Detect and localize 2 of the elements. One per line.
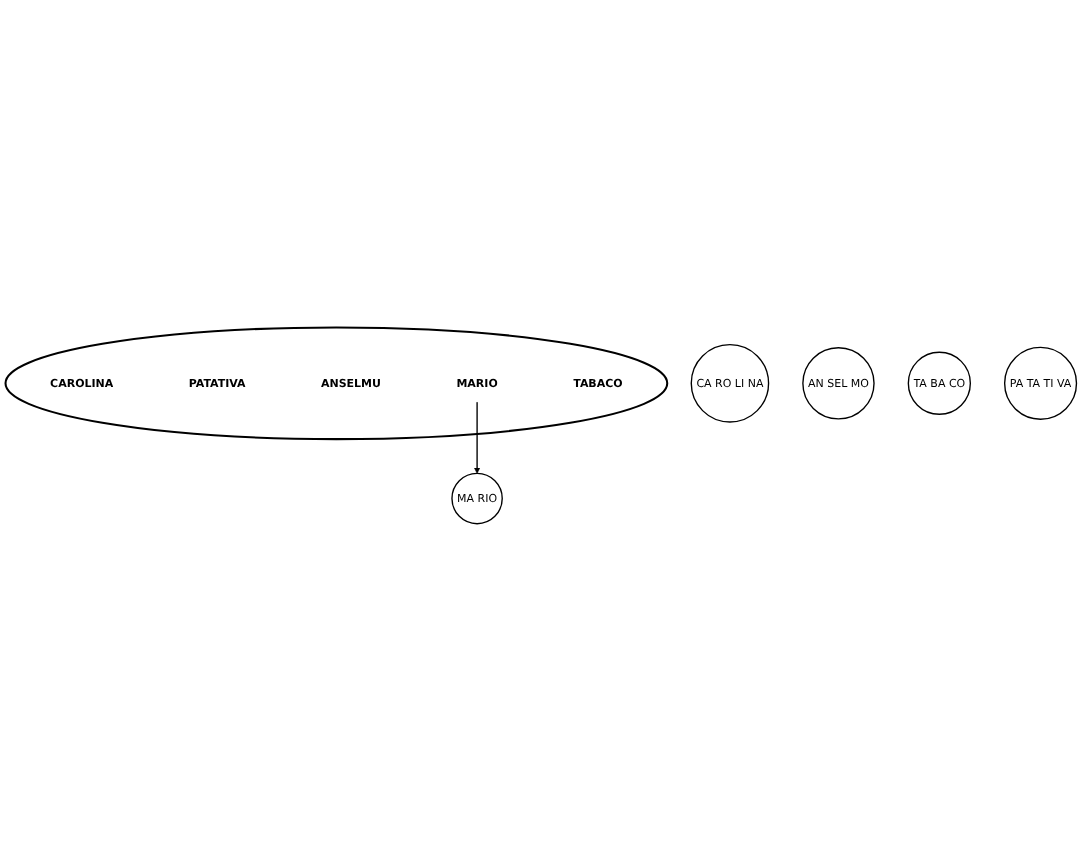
arrow (474, 400, 481, 474)
cluster (4, 325, 669, 440)
